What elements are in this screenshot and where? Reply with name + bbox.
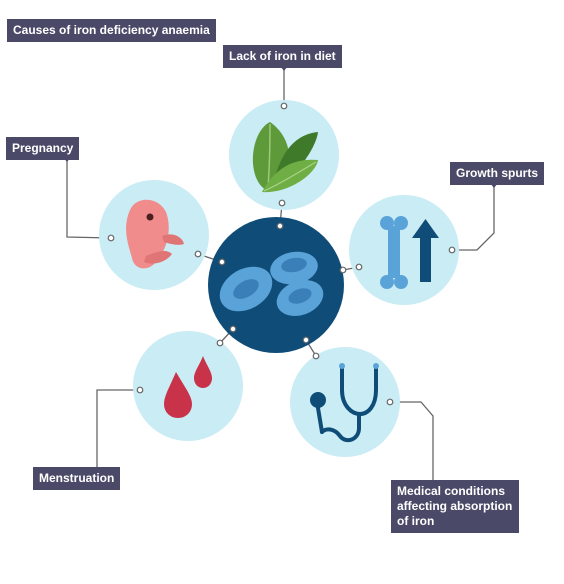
label-medical-conditions: Medical conditions affecting absorption … xyxy=(391,480,519,533)
connector-dots xyxy=(107,102,456,406)
label-growth-spurts: Growth spurts xyxy=(450,162,545,185)
circle-growth xyxy=(349,195,459,305)
connector-growth xyxy=(452,183,495,251)
bone-with-up-arrow-icon xyxy=(380,216,439,289)
label-lack-of-iron: Lack of iron in diet xyxy=(223,45,342,68)
diagram-title: Causes of iron deficiency anaemia xyxy=(7,19,216,42)
spinach-leaves-icon xyxy=(252,122,318,193)
connector-pregnancy xyxy=(66,158,112,239)
blood-drops-icon xyxy=(164,356,212,418)
label-menstruation: Menstruation xyxy=(33,467,121,490)
center-circle xyxy=(208,217,344,353)
fetus-icon xyxy=(126,199,184,269)
red-blood-cells-icon xyxy=(219,251,324,316)
circle-menstruation xyxy=(133,331,243,441)
connector-medical xyxy=(390,401,434,480)
label-pregnancy: Pregnancy xyxy=(6,137,80,160)
connector-menstruation xyxy=(96,389,140,468)
stethoscope-icon xyxy=(310,363,379,443)
